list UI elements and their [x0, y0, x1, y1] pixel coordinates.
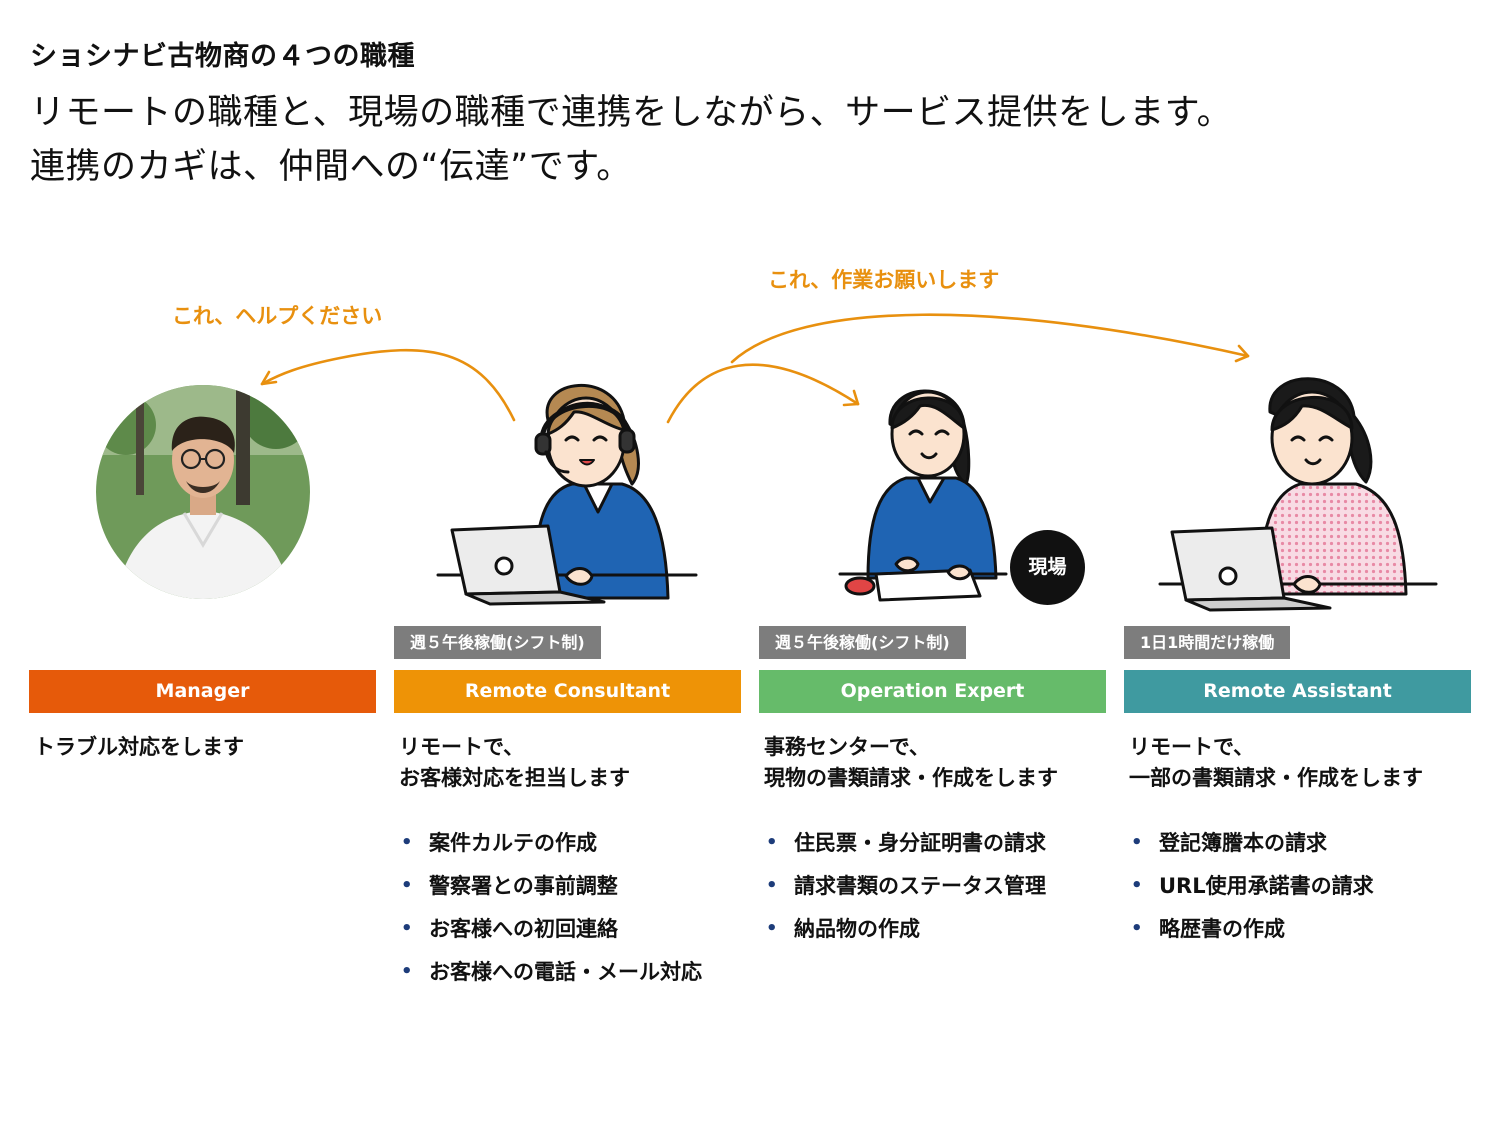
callout-help: これ、ヘルプください — [172, 304, 383, 328]
role-bar-manager: Manager — [29, 670, 376, 713]
task-item: 住民票・身分証明書の請求 — [761, 826, 1046, 869]
role-bar-consultant: Remote Consultant — [394, 670, 741, 713]
task-item: 登記簿謄本の請求 — [1126, 826, 1374, 869]
schedule-tag-assistant: 1日1時間だけ稼働 — [1124, 626, 1291, 659]
description-line: リモートで、 — [399, 735, 525, 759]
arrow-to-manager — [260, 348, 516, 422]
role-bar-expert: Operation Expert — [759, 670, 1106, 713]
communication-arrows — [260, 313, 1250, 424]
task-item: お客様への電話・メール対応 — [396, 955, 702, 998]
role-description-consultant: リモートで、 お客様対応を担当します — [399, 732, 630, 794]
description-line: 現物の書類請求・作成をします — [764, 766, 1058, 790]
manager-photo — [96, 385, 310, 599]
schedule-tag-consultant: 週５午後稼働(シフト制) — [394, 626, 601, 659]
arrow-to-expert — [666, 363, 860, 424]
task-list-consultant: 案件カルテの作成 警察署との事前調整 お客様への初回連絡 お客様への電話・メール… — [396, 826, 702, 998]
task-item: お客様への初回連絡 — [396, 912, 702, 955]
page-headline-line2: 連携のカギは、仲間への“伝達”です。 — [30, 147, 632, 187]
role-description-expert: 事務センターで、 現物の書類請求・作成をします — [764, 732, 1058, 794]
callout-request: これ、作業お願いします — [768, 268, 1000, 292]
role-description-assistant: リモートで、 一部の書類請求・作成をします — [1129, 732, 1423, 794]
task-item: 納品物の作成 — [761, 912, 1046, 955]
role-bar-assistant: Remote Assistant — [1124, 670, 1471, 713]
expert-illustration — [838, 389, 1008, 602]
assistant-illustration — [1158, 377, 1438, 612]
task-item: 請求書類のステータス管理 — [761, 869, 1046, 912]
task-list-assistant: 登記簿謄本の請求 URL使用承諾書の請求 略歴書の作成 — [1126, 826, 1374, 955]
task-item: URL使用承諾書の請求 — [1126, 869, 1374, 912]
page-subtitle: ショシナビ古物商の４つの職種 — [30, 41, 415, 72]
task-list-expert: 住民票・身分証明書の請求 請求書類のステータス管理 納品物の作成 — [761, 826, 1046, 955]
task-item: 案件カルテの作成 — [396, 826, 702, 869]
arrow-to-assistant — [730, 313, 1250, 364]
role-description-manager: トラブル対応をします — [34, 732, 244, 763]
description-line: トラブル対応をします — [34, 735, 244, 759]
consultant-illustration — [436, 384, 698, 606]
description-line: 事務センターで、 — [764, 735, 930, 759]
page-headline-line1: リモートの職種と、現場の職種で連携をしながら、サービス提供をします。 — [30, 93, 1233, 133]
schedule-tag-expert: 週５午後稼働(シフト制) — [759, 626, 966, 659]
description-line: お客様対応を担当します — [399, 766, 630, 790]
task-item: 警察署との事前調整 — [396, 869, 702, 912]
onsite-badge: 現場 — [1010, 530, 1085, 605]
description-line: リモートで、 — [1129, 735, 1255, 759]
task-item: 略歴書の作成 — [1126, 912, 1374, 955]
description-line: 一部の書類請求・作成をします — [1129, 766, 1423, 790]
